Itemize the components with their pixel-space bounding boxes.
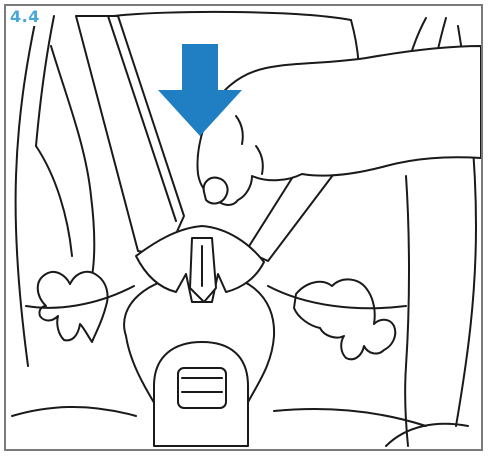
leg-left — [12, 407, 136, 416]
leg-right — [274, 409, 426, 426]
torso-left — [51, 46, 94, 296]
illustration-frame: 4.4 — [4, 4, 483, 451]
harness-buckle-illustration — [6, 6, 481, 449]
seat-right-edge — [405, 176, 409, 446]
strap-left-outer — [76, 16, 184, 256]
step-label: 4.4 — [10, 8, 42, 26]
torso-left-2 — [36, 146, 72, 256]
buckle-release-button — [178, 368, 226, 408]
seat-bottom-curve — [386, 424, 468, 446]
seat-shell-left-inner — [36, 16, 54, 146]
seat-shell-left — [16, 18, 36, 366]
adult-thumb — [204, 178, 228, 204]
right-hand — [294, 279, 395, 359]
headrest-top — [114, 12, 351, 20]
